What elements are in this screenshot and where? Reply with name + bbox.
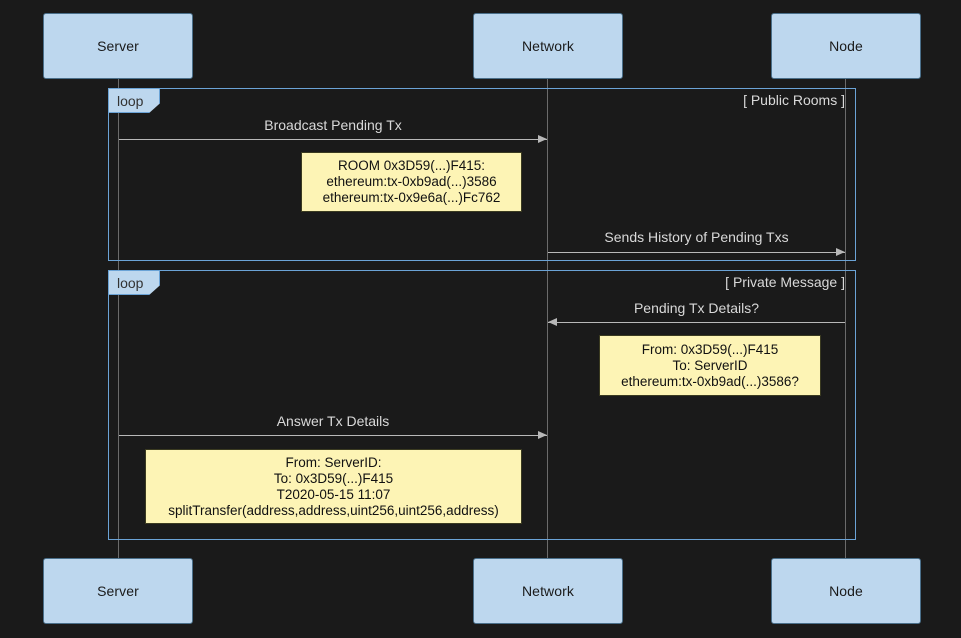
- participant-label: Node: [829, 583, 863, 599]
- lifeline-network: [547, 79, 548, 558]
- note-answer-tx-details: From: ServerID: To: 0x3D59(...)F415 T202…: [145, 449, 522, 524]
- participant-label: Node: [829, 38, 863, 54]
- message-arrowhead-sends-history: [836, 248, 845, 256]
- participant-label: Network: [521, 583, 575, 599]
- note-room-pending-txs: ROOM 0x3D59(...)F415: ethereum:tx-0xb9ad…: [301, 152, 522, 212]
- message-arrowhead-pending-tx-details: [548, 318, 557, 326]
- fragment-tag-loop: loop: [109, 89, 161, 113]
- note-tx-details-request: From: 0x3D59(...)F415 To: ServerID ether…: [599, 335, 821, 396]
- participant-label: Network: [521, 38, 575, 54]
- note-line: From: ServerID:: [285, 454, 382, 470]
- message-label-pending-tx-details: Pending Tx Details?: [633, 300, 760, 316]
- participant-label: Server: [97, 38, 139, 54]
- note-line: T2020-05-15 11:07: [276, 486, 391, 502]
- fragment-condition: [ Public Rooms ]: [743, 92, 845, 108]
- fragment-loop-public-rooms[interactable]: loop [ Public Rooms ]: [108, 88, 856, 261]
- message-label-sends-history: Sends History of Pending Txs: [604, 229, 789, 245]
- note-line: ethereum:tx-0xb9ad(...)3586?: [621, 373, 799, 389]
- participant-server-top[interactable]: Server: [43, 13, 193, 79]
- participant-node-top[interactable]: Node: [771, 13, 921, 79]
- fragment-tag-loop: loop: [109, 271, 161, 295]
- participant-network-bottom[interactable]: Network: [473, 558, 623, 624]
- message-label-answer-tx-details: Answer Tx Details: [276, 413, 390, 429]
- note-line: From: 0x3D59(...)F415: [641, 341, 779, 357]
- note-line: ROOM 0x3D59(...)F415:: [337, 158, 486, 173]
- message-line-answer-tx-details: [119, 435, 547, 436]
- note-line: ethereum:tx-0xb9ad(...)3586: [326, 174, 497, 189]
- lifeline-server: [118, 79, 119, 558]
- participant-node-bottom[interactable]: Node: [771, 558, 921, 624]
- note-line: To: 0x3D59(...)F415: [273, 470, 394, 486]
- fragment-loop-private-message[interactable]: loop [ Private Message ]: [108, 270, 856, 540]
- lifeline-node: [845, 79, 846, 558]
- message-arrowhead-broadcast-pending-tx: [538, 135, 547, 143]
- message-label-broadcast-pending-tx: Broadcast Pending Tx: [264, 117, 402, 133]
- participant-label: Server: [97, 583, 139, 599]
- participant-server-bottom[interactable]: Server: [43, 558, 193, 624]
- message-arrowhead-answer-tx-details: [538, 431, 547, 439]
- fragment-condition: [ Private Message ]: [725, 274, 845, 290]
- note-line: ethereum:tx-0x9e6a(...)Fc762: [322, 190, 501, 205]
- message-line-pending-tx-details: [548, 322, 845, 323]
- note-line: splitTransfer(address,address,uint256,ui…: [168, 502, 499, 518]
- message-line-sends-history: [548, 252, 845, 253]
- message-line-broadcast-pending-tx: [119, 139, 547, 140]
- note-line: To: ServerID: [672, 357, 748, 373]
- participant-network-top[interactable]: Network: [473, 13, 623, 79]
